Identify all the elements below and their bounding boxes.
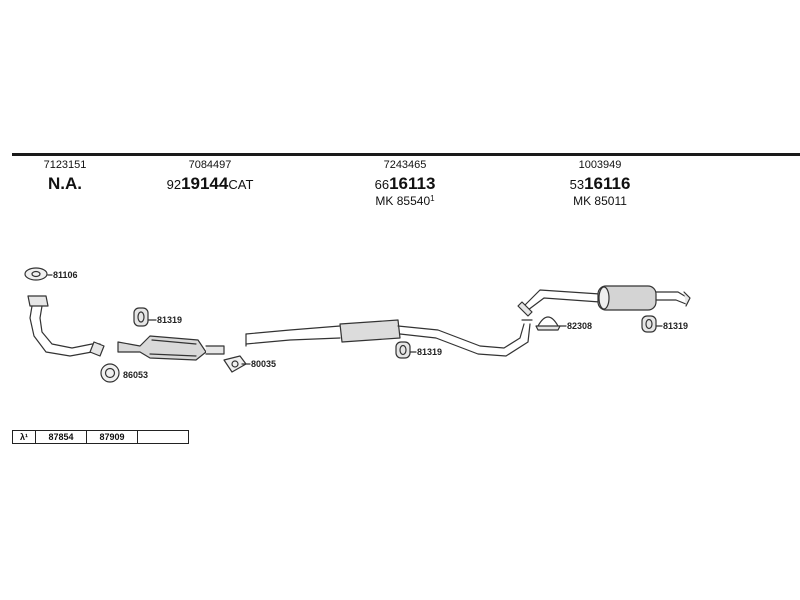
label-81319-b: 81319: [417, 347, 443, 357]
clamp-82308-icon: [535, 316, 561, 331]
col2-main: 19144: [181, 174, 229, 193]
table-cell-2: 87909: [86, 430, 138, 444]
column-2: 7084497 9219144CAT: [150, 159, 270, 193]
column-4: 1003949 5316116 MK 85011: [545, 159, 655, 208]
table-symbol: λ¹: [12, 430, 36, 444]
table-cell-1: 87854: [35, 430, 87, 444]
label-81319-c: 81319: [663, 321, 689, 331]
gasket-81106-icon: [24, 267, 48, 281]
col3-mk-value: 85540: [396, 194, 431, 208]
catalytic-converter-icon: [117, 335, 225, 361]
lambda-table: λ¹ 87854 87909: [12, 430, 189, 444]
column-1: 7123151 N.A.: [30, 159, 100, 193]
ring-86053-icon: [100, 363, 120, 383]
label-80035: 80035: [251, 359, 277, 369]
col1-ref: 7123151: [43, 159, 87, 171]
mount-81319-a-icon: [133, 307, 149, 327]
table-row: λ¹ 87854 87909: [12, 430, 189, 444]
label-81319-a: 81319: [157, 315, 183, 325]
column-3: 7243465 6616113 MK 855401: [350, 159, 460, 208]
col2-ref: 7084497: [188, 159, 232, 171]
label-82308: 82308: [567, 321, 593, 331]
col4-mk-label: MK: [573, 194, 592, 208]
col4-mk-value: 85011: [594, 194, 627, 208]
front-pipe-icon: [27, 295, 105, 357]
label-86053: 86053: [123, 370, 149, 380]
col4-main: 16116: [584, 174, 631, 193]
mount-81319-b-icon: [395, 341, 411, 359]
col3-prefix: 66: [374, 177, 390, 192]
col3-ref: 7243465: [383, 159, 427, 171]
col2-suffix: CAT: [228, 177, 254, 192]
col3-mk-sup: 1: [430, 194, 435, 203]
label-81106: 81106: [53, 270, 78, 280]
col4-ref: 1003949: [578, 159, 622, 171]
col3-mk-label: MK: [375, 194, 394, 208]
col1-main: N.A.: [48, 174, 82, 193]
rear-muffler-icon: [517, 285, 691, 317]
mount-81319-c-icon: [641, 315, 657, 333]
middle-pipe-icon: [245, 319, 533, 357]
table-cell-3: [137, 430, 189, 444]
col4-prefix: 53: [569, 177, 585, 192]
header-rule: [12, 153, 800, 156]
col2-prefix: 92: [166, 177, 182, 192]
col3-main: 16113: [389, 174, 436, 193]
